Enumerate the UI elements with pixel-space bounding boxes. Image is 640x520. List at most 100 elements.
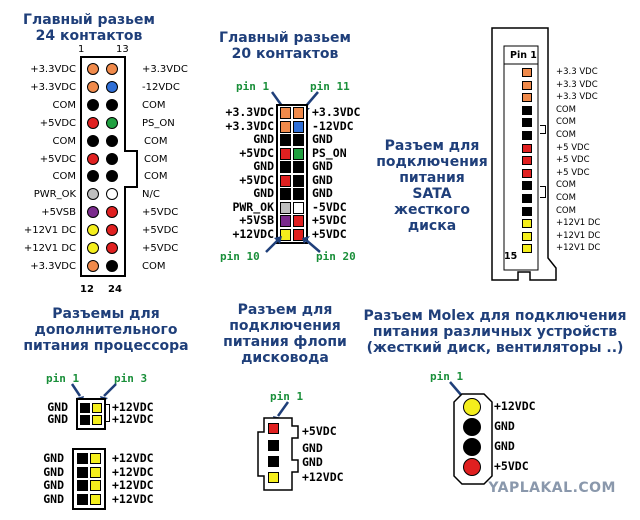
pin-floppy [268, 472, 279, 483]
label-pin20-20: pin 20 [316, 250, 356, 263]
arrow-pin11-20 [305, 91, 319, 107]
connector-cpu-4pin-latch [104, 404, 110, 422]
pin-cpu8-left [77, 453, 88, 464]
label-sata: COM [556, 205, 576, 216]
label-24-right: N/C [142, 189, 160, 201]
label-sata: +3.3 VDC [556, 67, 598, 77]
title-floppy-line3: питания флопи [223, 334, 347, 350]
label-cpu8-left: GND [43, 451, 64, 465]
title-molex-line2: питания различных устройств [372, 324, 618, 340]
label-pin10-20: pin 10 [220, 250, 260, 263]
title-20pin-line1: Главный разьем [219, 30, 351, 46]
label-cpu8-left: GND [43, 491, 64, 506]
label-20-right: PS_ON [312, 145, 347, 160]
pin-20-right [293, 161, 304, 173]
label-floppy: +12VDC [302, 470, 344, 484]
title-floppy-line1: Разъем для [237, 302, 333, 318]
label-cpu4-right: +12VDC [112, 400, 154, 414]
label-24-left: COM [52, 171, 76, 183]
pin-cpu8-left [77, 466, 88, 478]
label-24-right: +3.3VDC [142, 64, 188, 75]
title-floppy-line4: дисковода [241, 350, 329, 366]
label-pin11-20: pin 11 [310, 80, 350, 93]
label-24-left: +3.3VDC [30, 64, 76, 75]
sata-notch [540, 186, 546, 198]
title-sata-line4: SATA [412, 186, 452, 202]
label-24-right: +5VDC [142, 207, 179, 219]
label-cpu8-right: +12VDC [112, 451, 154, 465]
pin-24-left [87, 152, 99, 165]
arrow-pin1-molex [449, 381, 463, 397]
label-20-left: GND [253, 186, 274, 200]
pin-molex [463, 398, 481, 416]
title-sata-line6: диска [407, 218, 457, 234]
arrow-pin3-cpu [103, 383, 117, 397]
pin-20-right [293, 134, 304, 146]
title-20pin: Главный разьем 20 контактов [210, 30, 360, 62]
connector-24pin-latch [124, 150, 138, 188]
pin-floppy [268, 423, 279, 434]
pin-20-left [280, 228, 291, 241]
pin-cpu8-right [90, 493, 101, 505]
pin-20-right [293, 174, 304, 187]
pin-20-left [280, 161, 291, 173]
label-sata: +12V1 DC [556, 243, 601, 254]
sata-pin15-label: 15 [504, 251, 518, 262]
label-sata: COM [556, 130, 576, 140]
label-24-right: +5VDC [142, 225, 179, 237]
pin-sata [522, 105, 532, 115]
label-pin3-cpu: pin 3 [114, 372, 148, 385]
pin-molex [463, 438, 481, 456]
label-20-left: +3.3VDC [225, 105, 274, 119]
pin-sata [522, 131, 532, 140]
pin-20-left [280, 147, 291, 160]
pin-24-right [106, 206, 118, 219]
pin-sata [522, 68, 532, 77]
pin-20-right [293, 188, 304, 200]
watermark: YAPLAKAL.COM [488, 480, 616, 496]
label-24-left: +3.3VDC [30, 81, 76, 93]
label-20-left: PWR_OK [232, 199, 274, 214]
title-sata-line1: Разъем для [384, 138, 480, 154]
pin-24-left [87, 98, 99, 111]
pin-sata [522, 80, 532, 90]
pin-number-12: 12 [80, 284, 94, 295]
pin-20-left [280, 107, 291, 119]
label-24-right: -12VDC [142, 81, 180, 93]
pin-sata [522, 143, 532, 153]
pin-20-left [280, 188, 291, 200]
pin-20-left [280, 215, 291, 227]
pin-20-right [293, 147, 304, 160]
label-sata: COM [556, 180, 576, 191]
pin-sata [522, 206, 532, 216]
pin-20-left [280, 134, 291, 146]
title-24pin-line2: 24 контактов [35, 28, 143, 44]
label-20-right: +5VDC [312, 213, 347, 227]
label-20-left: +3.3VDC [225, 118, 274, 133]
pin-24-right [106, 188, 118, 201]
pin-floppy [268, 456, 279, 467]
pin-24-right [106, 63, 118, 75]
label-cpu4-left: GND [47, 412, 68, 426]
label-20-left: +5VDC [239, 145, 274, 160]
title-24pin: Главный разьем 24 контактов [14, 12, 164, 44]
title-molex-line3: (жесткий диск, вентиляторы ..) [366, 340, 624, 356]
title-cpu-line2: дополнительного [34, 322, 178, 338]
label-24-left: PWR_OK [33, 189, 76, 201]
pin-cpu8-right [90, 453, 101, 464]
label-sata: COM [556, 117, 576, 128]
label-24-left: +12V1 DC [23, 225, 76, 237]
label-pin1-floppy: pin 1 [270, 390, 304, 403]
arrow-pin1-floppy [276, 401, 290, 417]
label-molex: +5VDC [494, 459, 529, 473]
arrow-pin1-cpu [70, 383, 82, 397]
pin-20-right [293, 107, 304, 119]
title-cpu: Разъемы для дополнительного питания проц… [16, 306, 196, 354]
label-20-right: GND [312, 132, 333, 146]
title-cpu-line3: питания процессора [23, 338, 189, 354]
label-cpu8-left: GND [43, 478, 64, 492]
label-molex: GND [494, 419, 515, 433]
label-20-right: GND [312, 172, 333, 187]
label-20-right: +5VDC [312, 226, 347, 241]
label-cpu8-left: GND [43, 464, 64, 479]
